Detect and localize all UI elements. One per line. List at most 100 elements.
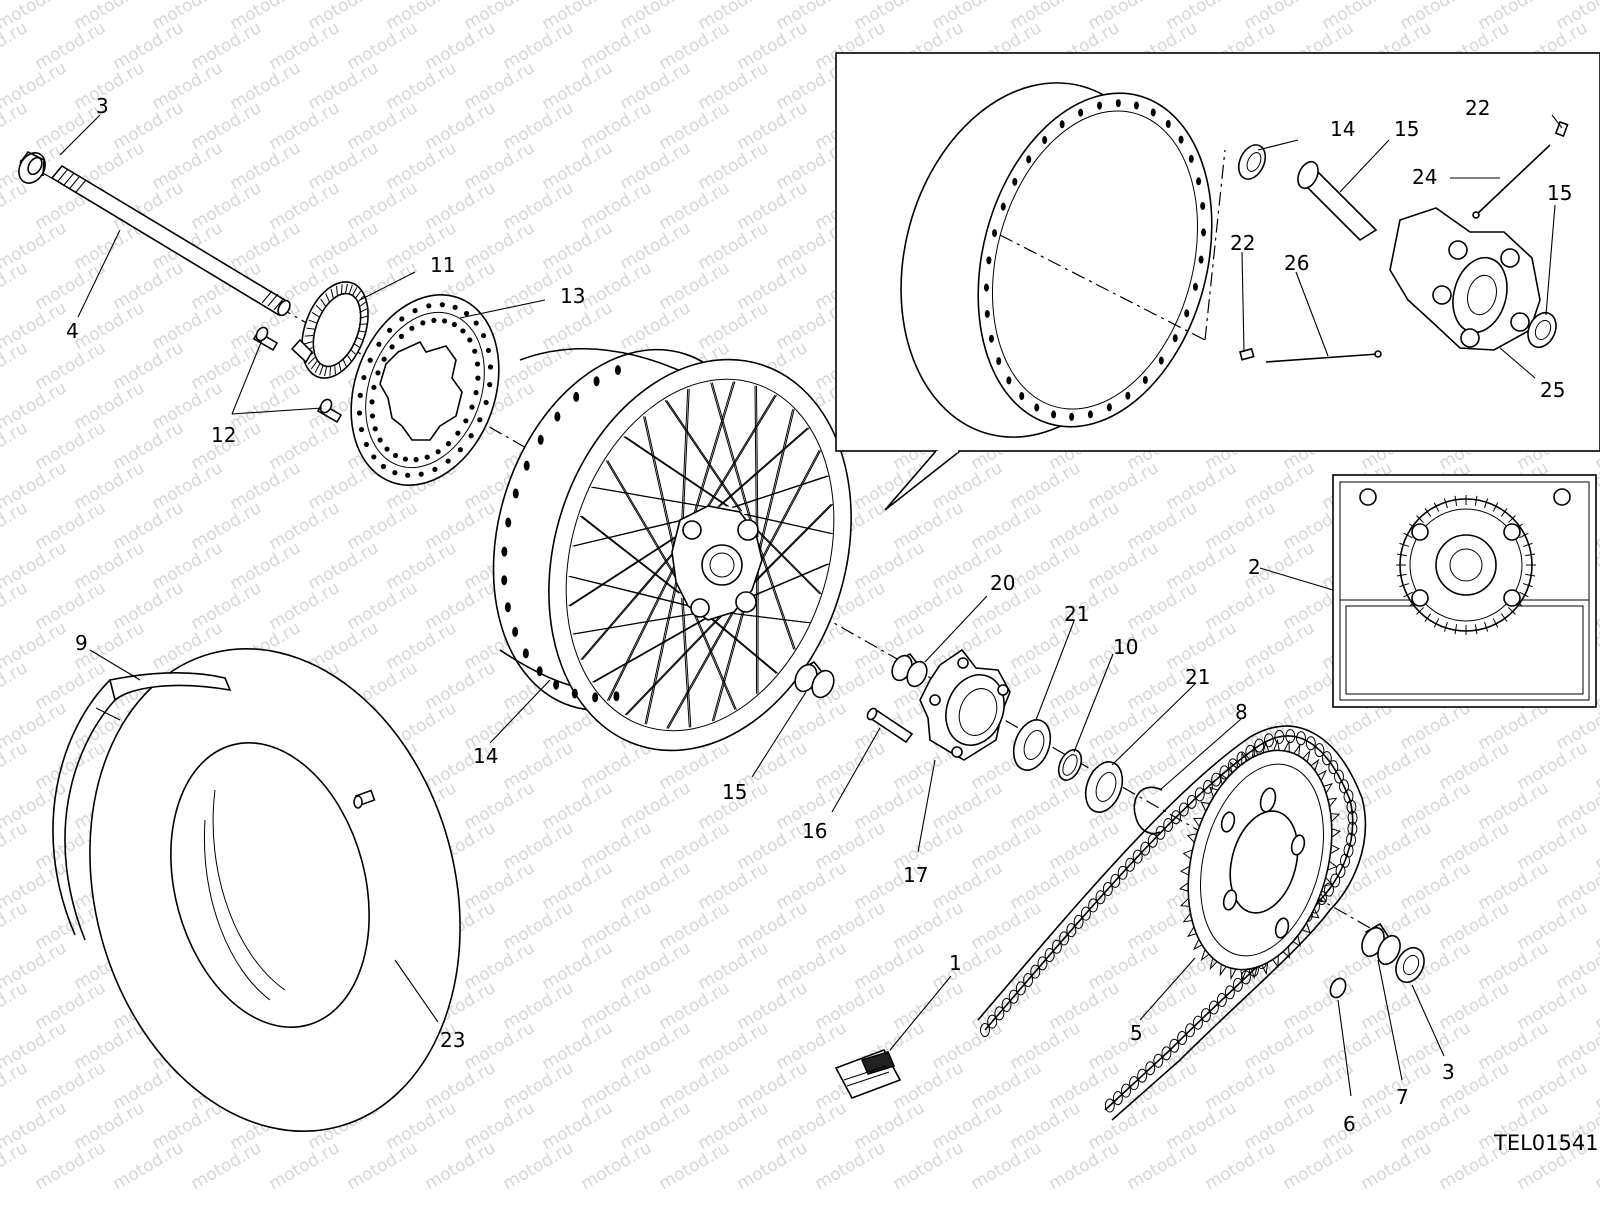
watermark-text: motod.ru (500, 18, 578, 74)
watermark-text: motod.ru (851, 538, 929, 594)
watermark-text: motod.ru (71, 58, 149, 114)
watermark-text: motod.ru (0, 978, 31, 1034)
watermark-text: motod.ru (422, 18, 500, 74)
watermark-text: motod.ru (1397, 778, 1475, 834)
callout-11: 11 (430, 253, 455, 277)
watermark-text: motod.ru (578, 1058, 656, 1114)
watermark-text: motod.ru (1241, 618, 1319, 674)
watermark-text: motod.ru (0, 98, 31, 154)
watermark-text: motod.ru (461, 138, 539, 194)
watermark-text: motod.ru (1358, 1138, 1436, 1194)
watermark-text: motod.ru (1475, 1018, 1553, 1074)
watermark-text: motod.ru (227, 218, 305, 274)
watermark-text: motod.ru (1046, 978, 1124, 1034)
watermark-text: motod.ru (1241, 1098, 1319, 1154)
callout-21-b: 21 (1185, 665, 1210, 689)
watermark-text: motod.ru (0, 258, 31, 314)
watermark-text: motod.ru (110, 338, 188, 394)
watermark-text: motod.ru (266, 498, 344, 554)
watermark-text: motod.ru (734, 898, 812, 954)
watermark-text: motod.ru (1007, 778, 1085, 834)
watermark-text: motod.ru (890, 578, 968, 634)
watermark-text: motod.ru (773, 1018, 851, 1074)
callout-24: 24 (1412, 165, 1437, 189)
watermark-text: motod.ru (422, 658, 500, 714)
watermark-text: motod.ru (890, 898, 968, 954)
callout-15-b: 15 (1547, 181, 1572, 205)
watermark-text: motod.ru (71, 378, 149, 434)
watermark-text: motod.ru (1514, 818, 1592, 874)
watermark-text: motod.ru (500, 978, 578, 1034)
watermark-text: motod.ru (539, 1018, 617, 1074)
watermark-text: motod.ru (1046, 1058, 1124, 1114)
watermark-text: motod.ru (1319, 1098, 1397, 1154)
watermark-text: motod.ru (0, 818, 31, 874)
watermark-text: motod.ru (578, 258, 656, 314)
watermark-text: motod.ru (71, 1018, 149, 1074)
callout-22-b: 22 (1230, 231, 1255, 255)
watermark-text: motod.ru (1124, 1138, 1202, 1194)
watermark-text: motod.ru (1436, 898, 1514, 954)
watermark-text: motod.ru (1592, 898, 1600, 954)
callout-26: 26 (1284, 251, 1309, 275)
watermark-text: motod.ru (32, 338, 110, 394)
watermark-text: motod.ru (1202, 498, 1280, 554)
watermark-text: motod.ru (617, 298, 695, 354)
watermark-text: motod.ru (32, 578, 110, 634)
watermark-text: motod.ru (110, 18, 188, 74)
watermark-text: motod.ru (968, 498, 1046, 554)
watermark-text: motod.ru (617, 938, 695, 994)
watermark-text: motod.ru (1163, 698, 1241, 754)
callout-3: 3 (96, 94, 109, 118)
watermark-text: motod.ru (266, 578, 344, 634)
watermark-text: motod.ru (656, 98, 734, 154)
watermark-text: motod.ru (695, 1098, 773, 1154)
watermark-text: motod.ru (1124, 1058, 1202, 1114)
watermark-text: motod.ru (110, 98, 188, 154)
watermark-text: motod.ru (656, 978, 734, 1034)
watermark-text: motod.ru (0, 578, 31, 634)
watermark-text: motod.ru (1046, 498, 1124, 554)
watermark-text: motod.ru (71, 298, 149, 354)
watermark-text: motod.ru (32, 1058, 110, 1114)
watermark-text: motod.ru (383, 538, 461, 594)
watermark-text: motod.ru (149, 58, 227, 114)
callout-6: 6 (1343, 1112, 1356, 1136)
watermark-text: motod.ru (422, 1138, 500, 1194)
watermark-text: motod.ru (227, 458, 305, 514)
watermark-text: motod.ru (305, 58, 383, 114)
callout-12: 12 (211, 423, 236, 447)
watermark-text: motod.ru (0, 898, 31, 954)
watermark-text: motod.ru (1358, 738, 1436, 794)
watermark-text: motod.ru (266, 418, 344, 474)
watermark-text: motod.ru (500, 818, 578, 874)
watermark-text: motod.ru (656, 18, 734, 74)
callout-3-b: 3 (1442, 1060, 1455, 1084)
watermark-text: motod.ru (578, 978, 656, 1034)
watermark-text: motod.ru (890, 498, 968, 554)
watermark-text: motod.ru (344, 18, 422, 74)
watermark-text: motod.ru (461, 938, 539, 994)
watermark-text: motod.ru (1280, 1058, 1358, 1114)
watermark-text: motod.ru (656, 1058, 734, 1114)
watermark-text: motod.ru (656, 818, 734, 874)
watermark-text: motod.ru (1163, 1098, 1241, 1154)
watermark-text: motod.ru (695, 938, 773, 994)
watermark-text: motod.ru (539, 1098, 617, 1154)
watermark-text: motod.ru (1046, 1138, 1124, 1194)
watermark-text: motod.ru (1475, 858, 1553, 914)
watermark-text: motod.ru (0, 658, 31, 714)
callout-14: 14 (473, 744, 498, 768)
watermark-text: motod.ru (461, 778, 539, 834)
watermark-text: motod.ru (500, 738, 578, 794)
watermark-text: motod.ru (578, 178, 656, 234)
watermark-text: motod.ru (0, 18, 31, 74)
watermark-text: motod.ru (734, 258, 812, 314)
watermark-text: motod.ru (968, 1138, 1046, 1194)
watermark-text: motod.ru (32, 418, 110, 474)
watermark-text: motod.ru (578, 1138, 656, 1194)
watermark-text: motod.ru (461, 58, 539, 114)
watermark-text: motod.ru (1163, 458, 1241, 514)
callout-17: 15 (722, 780, 747, 804)
